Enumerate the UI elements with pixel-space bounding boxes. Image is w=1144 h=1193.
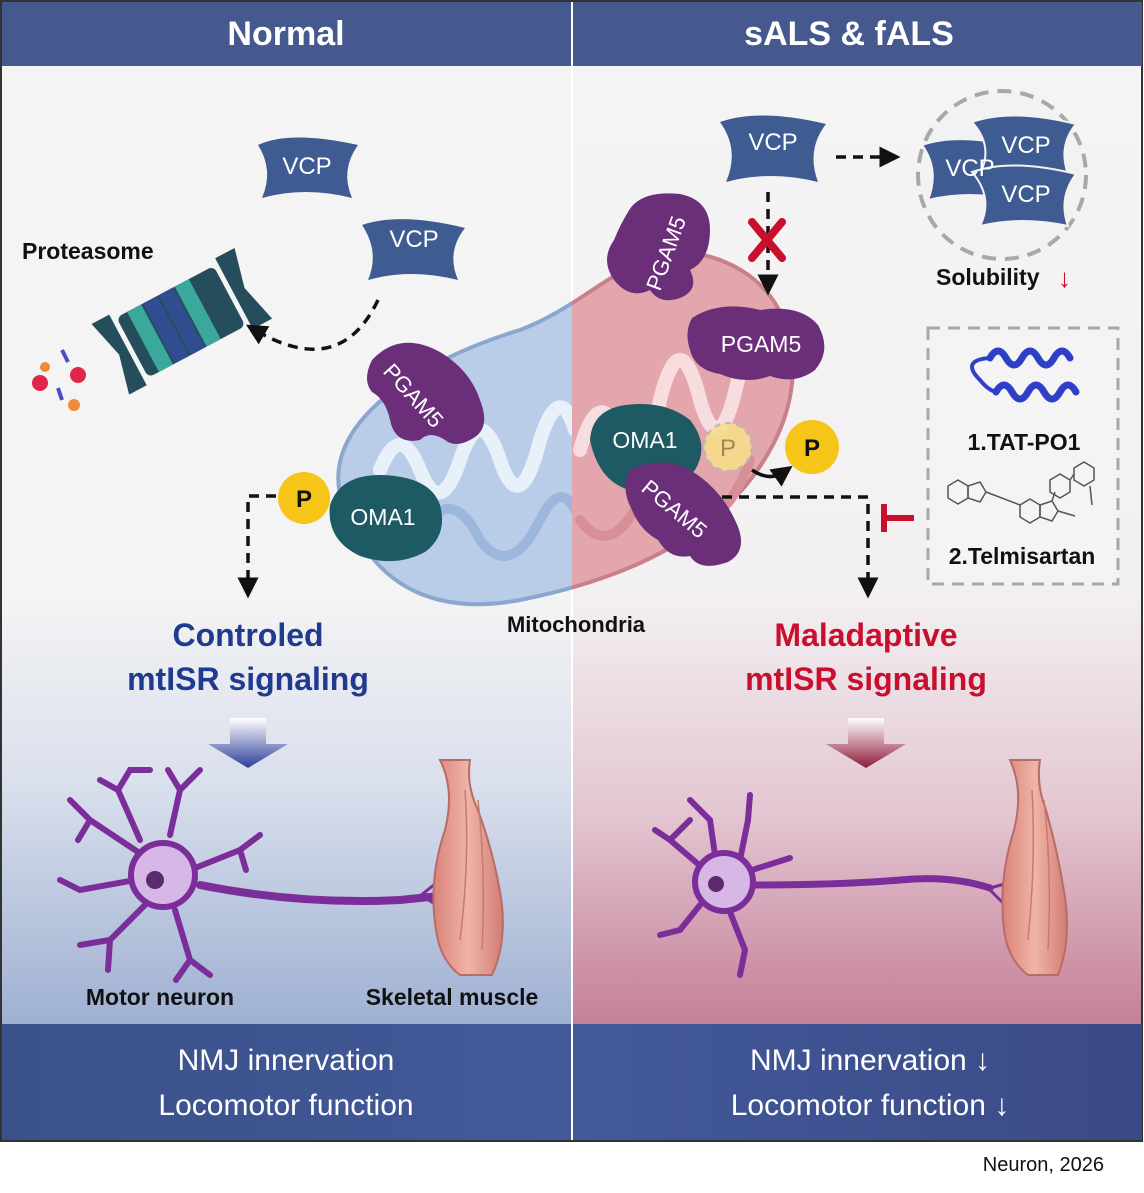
maladaptive-signaling-line1: Maladaptive: [774, 617, 957, 653]
phosphate-faded-label: P: [720, 435, 736, 462]
pgam5-label-right-2: PGAM5: [721, 331, 802, 357]
phosphate-released-label: P: [804, 435, 820, 462]
pgam5-protein-right-2: PGAM5: [687, 306, 825, 381]
vcp-protein-left-1: VCP: [258, 137, 358, 198]
aggregate-vcp-label-2: VCP: [1001, 132, 1050, 159]
right-footer-bar: [573, 1024, 1142, 1140]
inhibition-mark: [881, 504, 914, 532]
degraded-peptides-icon: [32, 349, 86, 411]
right-footer-line1: NMJ innervation ↓: [750, 1044, 990, 1077]
controlled-signaling-line1: Controled: [172, 617, 323, 653]
vcp-aggregate: VCP VCP VCP: [920, 114, 1078, 228]
peptide-helix-icon: [970, 347, 1080, 403]
telmisartan-structure-icon: [947, 461, 1095, 524]
neuron-nucleus-right: [708, 876, 724, 892]
muscle-fibers-left: [459, 789, 485, 951]
arrow-to-maladaptive-signaling: [722, 495, 879, 599]
right-footer-line2: Locomotor function ↓: [731, 1089, 1009, 1122]
left-header-title: Normal: [227, 15, 344, 53]
neuron-nucleus-left: [146, 871, 164, 889]
pgam5-protein-right-3: PGAM5: [625, 462, 742, 566]
motor-neuron-right: [652, 792, 1014, 978]
proteasome-icon: [91, 247, 273, 395]
left-footer-line2: Locomotor function: [158, 1089, 413, 1122]
phosphate-label-left: P: [296, 486, 312, 513]
maladaptive-signaling-line2: mtISR signaling: [745, 661, 987, 697]
solubility-label: Solubility: [936, 264, 1040, 290]
skeletal-muscle-left: [432, 759, 504, 976]
oma1-label-right: OMA1: [612, 427, 677, 453]
proteasome-label: Proteasome: [22, 238, 154, 264]
controlled-signaling-line2: mtISR signaling: [127, 661, 369, 697]
aggregate-vcp-label-1: VCP: [945, 155, 994, 182]
skeletal-muscle-label: Skeletal muscle: [366, 984, 539, 1010]
citation: Neuron, 2026: [982, 1154, 1104, 1176]
phosphate-faded-right: P: [702, 421, 754, 473]
skeletal-muscle-right: [1001, 759, 1068, 976]
aggregate-vcp-label-3: VCP: [1001, 181, 1050, 208]
motor-neuron-left: [57, 767, 462, 983]
right-header-title: sALS & fALS: [744, 15, 954, 53]
oma1-protein-left: OMA1: [329, 475, 443, 562]
left-footer-line1: NMJ innervation: [178, 1044, 395, 1077]
vcp-label-left-1: VCP: [282, 153, 331, 180]
vcp-protein-left-2: VCP: [362, 219, 465, 280]
right-header-bar: [573, 2, 1142, 66]
vcp-label-left-2: VCP: [389, 226, 438, 253]
motor-neuron-label: Motor neuron: [86, 984, 234, 1010]
oma1-label-left: OMA1: [350, 504, 415, 530]
mitochondria-label: Mitochondria: [507, 612, 646, 637]
solubility-down-arrow: ↓: [1058, 263, 1071, 293]
pgam5-protein-right-1: PGAM5: [607, 193, 710, 301]
neuron-soma-left: [128, 840, 198, 910]
figure-border: [0, 0, 1143, 1142]
drug-1-label: 1.TAT-PO1: [968, 429, 1081, 455]
arrow-to-controlled-signaling: [237, 494, 276, 599]
arrow-vcp-to-proteasome: [245, 299, 380, 351]
arrow-phosphate-release: [751, 465, 793, 487]
vcp-label-right: VCP: [748, 129, 797, 156]
drug-box: [926, 326, 1120, 586]
down-arrow-left-icon: [208, 718, 288, 768]
block-x-icon: [748, 218, 786, 262]
drug-2-label: 2.Telmisartan: [949, 543, 1096, 569]
neuron-soma-right: [692, 850, 756, 914]
vcp-protein-right: VCP: [720, 115, 826, 182]
left-footer-bar: [2, 1024, 571, 1140]
muscle-fibers-right: [1027, 789, 1051, 951]
down-arrow-right-icon: [826, 718, 906, 768]
phosphate-left: P: [278, 472, 330, 524]
left-header-bar: [2, 2, 571, 66]
phosphate-released-right: P: [785, 420, 839, 474]
